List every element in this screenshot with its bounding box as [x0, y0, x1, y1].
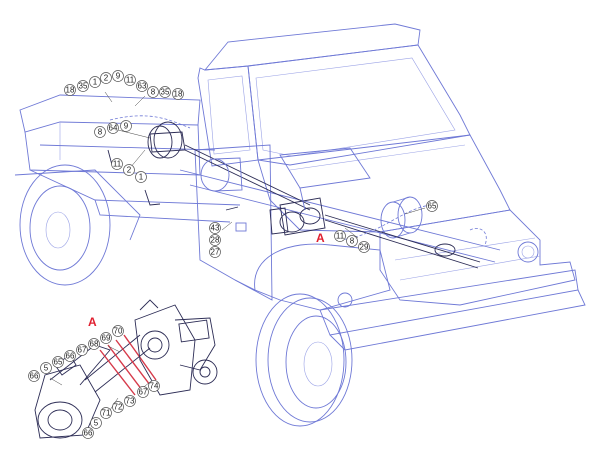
svg-text:43: 43: [211, 224, 220, 233]
svg-text:1: 1: [139, 173, 144, 182]
svg-text:2: 2: [104, 74, 109, 83]
svg-text:11: 11: [336, 232, 345, 241]
callout-8-a: 8: [147, 86, 159, 98]
svg-text:18: 18: [66, 86, 75, 95]
callouts: 18 35 1 2 9 11 63 8 35 18 8 64 9 11 2 1 …: [28, 70, 438, 439]
svg-text:64: 64: [109, 124, 118, 133]
callout-11-c: 11: [334, 230, 346, 242]
drivetrain-parts: [107, 115, 487, 269]
callout-5-b: 5: [90, 417, 102, 429]
detail-view-title: A: [88, 315, 97, 329]
svg-text:63: 63: [138, 82, 147, 91]
callout-69: 69: [100, 332, 112, 344]
svg-text:73: 73: [126, 397, 135, 406]
svg-text:70: 70: [114, 327, 123, 336]
callout-64: 64: [107, 122, 119, 134]
callout-8-b: 8: [94, 126, 106, 138]
svg-text:1: 1: [93, 78, 98, 87]
callout-18-b: 18: [172, 88, 184, 100]
callout-65-main: 65: [426, 200, 438, 212]
callout-71: 71: [100, 407, 112, 419]
callout-5-a: 5: [40, 362, 52, 374]
callout-9-a: 9: [112, 70, 124, 82]
callout-67-b: 67: [137, 386, 149, 398]
callout-73: 73: [124, 395, 136, 407]
svg-text:69: 69: [102, 334, 111, 343]
callout-35-a: 35: [77, 80, 89, 92]
callout-35-b: 35: [159, 86, 171, 98]
truck-outline: [14, 23, 586, 427]
svg-text:66: 66: [66, 352, 75, 361]
svg-text:11: 11: [113, 160, 122, 169]
callout-43: 43: [209, 222, 221, 234]
svg-text:18: 18: [174, 90, 183, 99]
callout-70: 70: [112, 325, 124, 337]
svg-text:28: 28: [211, 236, 220, 245]
svg-text:65: 65: [54, 358, 63, 367]
callout-65-detail: 65: [52, 356, 64, 368]
svg-text:71: 71: [102, 409, 111, 418]
svg-text:9: 9: [116, 72, 121, 81]
callout-66-c: 66: [82, 427, 94, 439]
svg-text:5: 5: [44, 364, 49, 373]
callout-66-b: 66: [28, 370, 40, 382]
svg-text:5: 5: [94, 419, 99, 428]
callout-11-a: 11: [124, 74, 136, 86]
svg-text:67: 67: [78, 346, 87, 355]
svg-text:2: 2: [127, 166, 132, 175]
callout-18-a: 18: [64, 84, 76, 96]
detail-reference-marker: A: [316, 231, 325, 245]
svg-text:67: 67: [139, 388, 148, 397]
svg-text:8: 8: [350, 237, 355, 246]
callout-63: 63: [136, 80, 148, 92]
svg-text:8: 8: [151, 88, 156, 97]
svg-text:66: 66: [30, 372, 39, 381]
svg-text:66: 66: [84, 429, 93, 438]
svg-text:72: 72: [114, 403, 123, 412]
svg-text:8: 8: [98, 128, 103, 137]
callout-1-b: 1: [135, 171, 147, 183]
callout-11-b: 11: [111, 158, 123, 170]
callout-72: 72: [112, 401, 124, 413]
svg-text:27: 27: [211, 248, 220, 257]
callout-1-a: 1: [89, 76, 101, 88]
svg-text:68: 68: [90, 340, 99, 349]
svg-text:65: 65: [428, 202, 437, 211]
callout-66-a: 66: [64, 350, 76, 362]
callout-27: 27: [209, 246, 221, 258]
svg-text:11: 11: [126, 76, 135, 85]
svg-text:29: 29: [360, 243, 369, 252]
svg-text:35: 35: [161, 88, 170, 97]
svg-text:9: 9: [124, 122, 129, 131]
callout-67-a: 67: [76, 344, 88, 356]
callout-68: 68: [88, 338, 100, 350]
svg-text:35: 35: [79, 82, 88, 91]
leader-lines: [49, 91, 426, 411]
callout-9-b: 9: [120, 120, 132, 132]
svg-text:74: 74: [150, 382, 159, 391]
callout-28: 28: [209, 234, 221, 246]
detail-view-a: [34, 299, 218, 439]
callout-74: 74: [148, 380, 160, 392]
callout-2-b: 2: [123, 164, 135, 176]
callout-2-a: 2: [100, 72, 112, 84]
callout-29: 29: [358, 241, 370, 253]
callout-8-c: 8: [346, 235, 358, 247]
